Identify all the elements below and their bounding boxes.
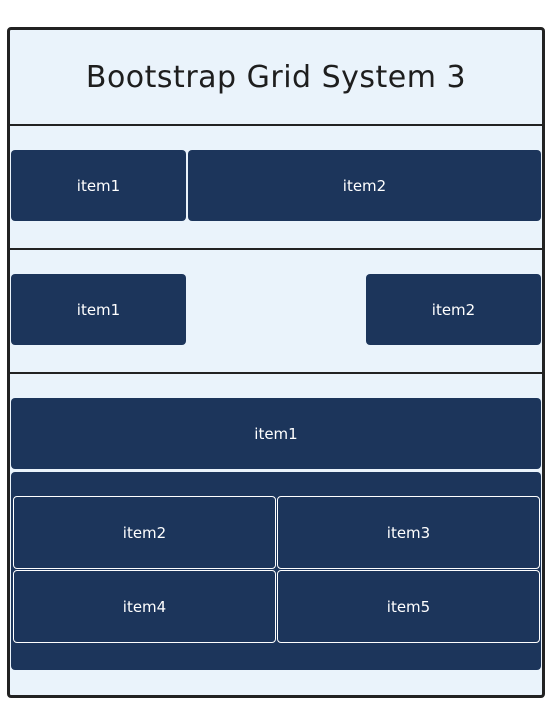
- page-title: Bootstrap Grid System 3: [85, 59, 467, 95]
- divider: [10, 124, 542, 126]
- row3-item2: item2: [13, 496, 276, 569]
- row1-item2: item2: [188, 150, 541, 221]
- page-frame: Bootstrap Grid System 3 item1 item2 item…: [7, 27, 545, 698]
- row1-item1: item1: [11, 150, 186, 221]
- row3-item1: item1: [11, 398, 541, 469]
- row3-item3: item3: [277, 496, 540, 569]
- row2-item2: item2: [366, 274, 541, 345]
- nested-row-container: item2 item3 item4 item5: [11, 472, 541, 670]
- row3-item5: item5: [277, 570, 540, 643]
- row3-item4: item4: [13, 570, 276, 643]
- row2-item1: item1: [11, 274, 186, 345]
- divider: [10, 372, 542, 374]
- divider: [10, 248, 542, 250]
